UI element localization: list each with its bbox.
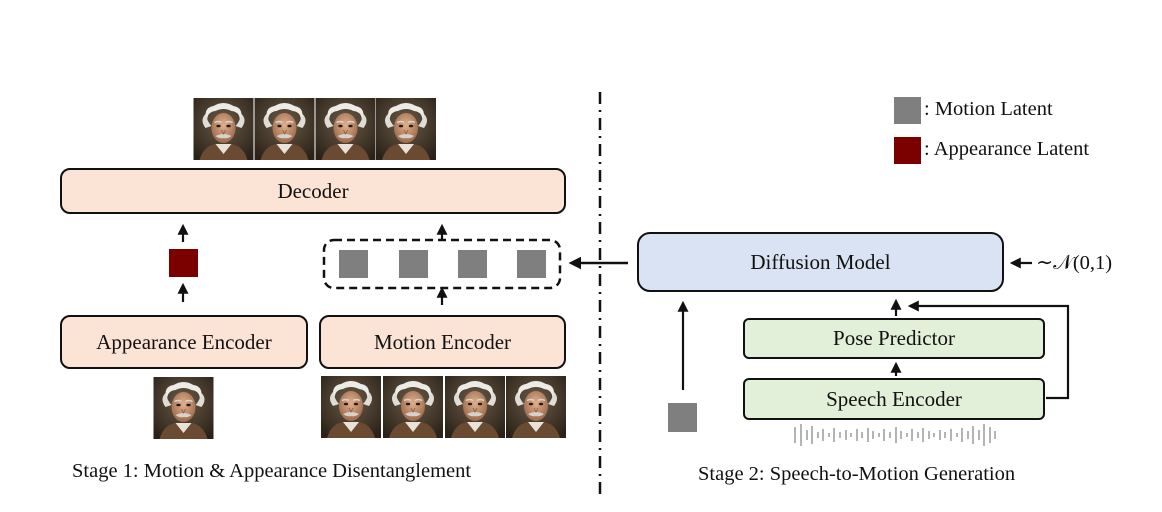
motion-encoder-label: Motion Encoder <box>373 329 512 354</box>
appearance-encoder-label: Appearance Encoder <box>96 329 272 354</box>
output-frame-2 <box>254 98 315 160</box>
waveform-icon <box>794 424 996 446</box>
output-frame-3 <box>315 98 376 160</box>
stage1-caption: Stage 1: Motion & Appearance Disentangle… <box>72 460 472 482</box>
pose-predictor-label: Pose Predictor <box>833 326 955 350</box>
legend-motion-swatch <box>894 97 921 124</box>
driving-frame-1 <box>320 376 382 438</box>
motion-latent-3 <box>458 250 487 278</box>
driving-frame-2 <box>382 376 444 438</box>
motion-encoder-box: Motion Encoder <box>319 315 566 369</box>
motion-latent-2 <box>399 250 428 278</box>
legend-motion-label: : Motion Latent <box>924 98 1053 120</box>
decoder-box: Decoder <box>60 168 566 214</box>
motion-latent-4 <box>517 250 546 278</box>
diffusion-model-box: Diffusion Model <box>637 232 1004 292</box>
output-frame-4 <box>376 98 436 160</box>
source-frame <box>153 377 214 439</box>
speech-encoder-box: Speech Encoder <box>743 378 1045 420</box>
decoder-label: Decoder <box>277 178 349 203</box>
appearance-latent <box>169 249 198 277</box>
arrow-speech-bypass <box>907 300 1070 400</box>
noise-prior-label: ∼𝒩(0,1) <box>1036 252 1113 274</box>
initial-motion-latent <box>668 403 697 432</box>
stage2-caption: Stage 2: Speech-to-Motion Generation <box>698 463 1016 485</box>
driving-frame-4 <box>506 376 566 438</box>
legend-appearance-label: : Appearance Latent <box>924 138 1090 160</box>
speech-encoder-label: Speech Encoder <box>826 386 962 411</box>
legend-appearance-swatch <box>894 137 921 164</box>
motion-latent-1 <box>339 250 368 278</box>
motion-latent-container <box>322 238 562 290</box>
diffusion-model-label: Diffusion Model <box>750 249 891 274</box>
driving-frame-3 <box>444 376 506 438</box>
pose-predictor-box: Pose Predictor <box>743 318 1045 359</box>
appearance-encoder-box: Appearance Encoder <box>60 315 308 369</box>
output-frame-1 <box>193 98 254 160</box>
